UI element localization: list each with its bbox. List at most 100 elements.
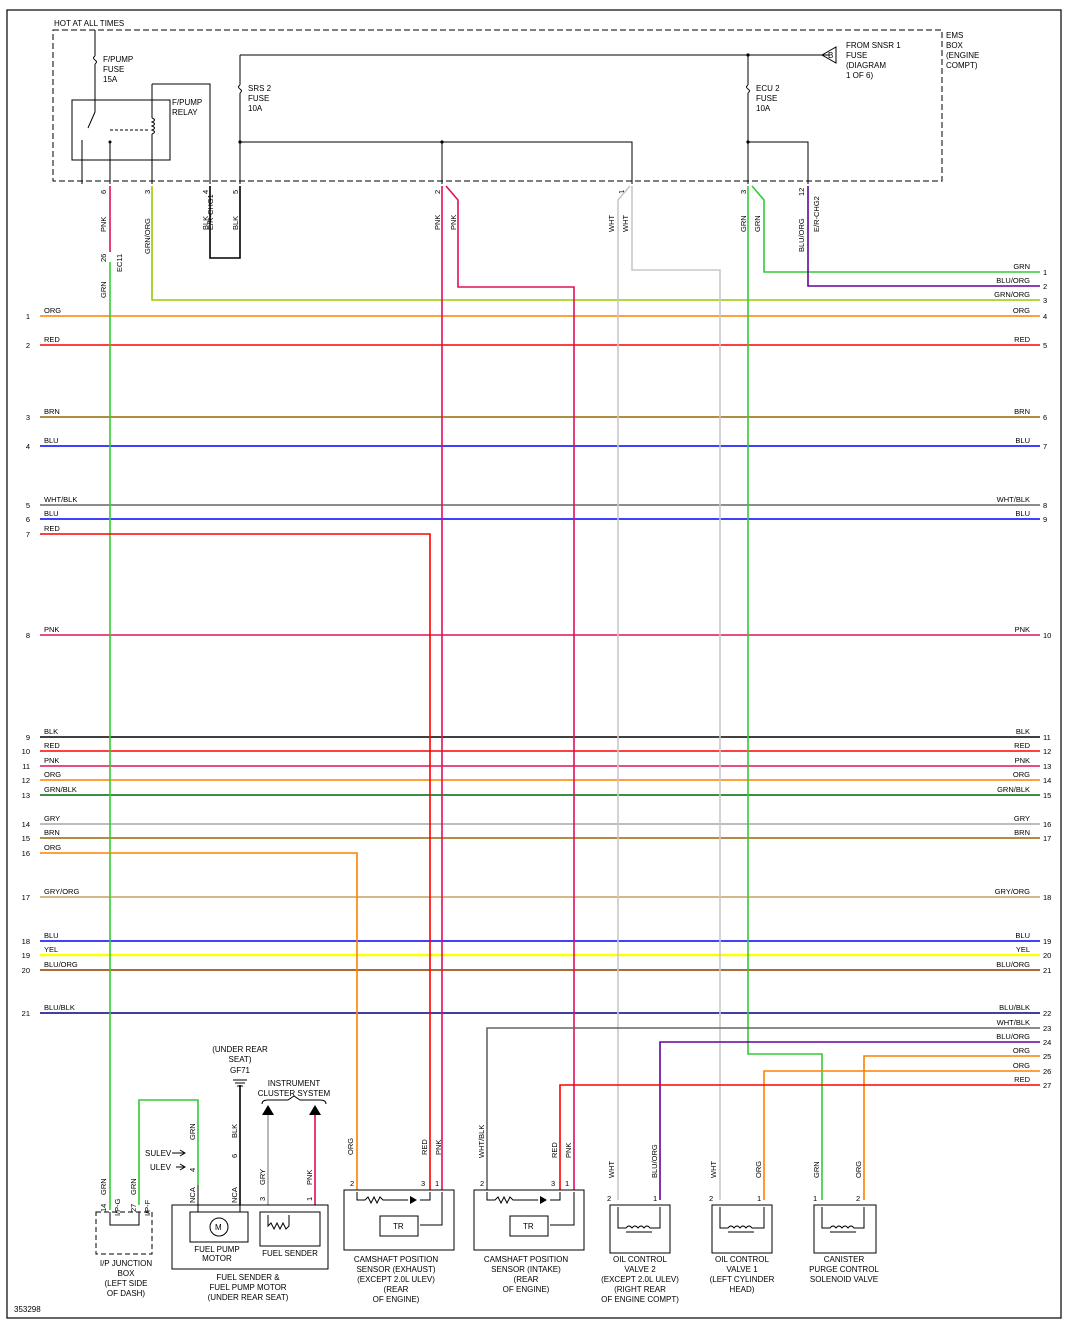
bus-left-number: 12 [22, 776, 30, 785]
from-connector-tag [820, 46, 837, 64]
fs-label: FUEL SENDER & [216, 1273, 280, 1282]
fpump-fuse-label-3: 15A [103, 75, 118, 84]
from-tag-letter: B [828, 51, 833, 60]
fpump-relay-label-1: F/PUMP [172, 98, 202, 107]
bus-right-label: BLU/BLK [999, 1003, 1030, 1012]
jb-label: BOX [118, 1269, 136, 1278]
wire-label: GRN [129, 1178, 138, 1195]
jb-label: I/P JUNCTION [100, 1259, 153, 1268]
cmp-int-label: CAMSHAFT POSITION [484, 1255, 569, 1264]
wire-label: BLK [231, 216, 240, 230]
bus-left-label: PNK [44, 756, 59, 765]
wire-label: WHT [607, 1161, 616, 1178]
ulev-label: ULEV [150, 1163, 172, 1172]
motor-symbol: M [215, 1223, 222, 1232]
bus-right-number: 20 [1043, 951, 1051, 960]
fs-sender-label: FUEL SENDER [262, 1249, 318, 1258]
bus-right-number: 1 [1043, 268, 1047, 277]
canister-pin: 1 [813, 1194, 817, 1203]
fpump-relay: F/PUMP RELAY [71, 83, 211, 184]
oil-control-valve-2: WHT BLU/ORG 2 1 OIL CONTROL VALVE 2 (EXC… [601, 1144, 679, 1304]
bus-right-number: 23 [1043, 1024, 1051, 1033]
ocv1-label: HEAD) [730, 1285, 755, 1294]
wire-label: GRN/ORG [143, 218, 152, 254]
bus-right-number: 18 [1043, 893, 1051, 902]
bus-right-number: 13 [1043, 762, 1051, 771]
bus-right-label: BLU/ORG [996, 276, 1030, 285]
ground-gf71: (UNDER REAR SEAT) GF71 BLK [212, 1045, 268, 1138]
bus-left-number: 5 [26, 501, 30, 510]
bus-right-number: 12 [1043, 747, 1051, 756]
wire-org-cam-exh [40, 852, 358, 1190]
cmp-int-pin: 1 [565, 1179, 569, 1188]
bus-right-number: 24 [1043, 1038, 1051, 1047]
wire-label: PNK [449, 215, 458, 230]
wire-label: GRN [812, 1161, 821, 1178]
wire-grn-out-1 [751, 185, 1040, 273]
bus-right-label: RED [1014, 1075, 1030, 1084]
wire-label: RED [550, 1142, 559, 1158]
srs2-fuse-label-2: FUSE [248, 94, 269, 103]
cmp-exh-label: (EXCEPT 2.0L ULEV) [357, 1275, 435, 1284]
wire-labels: PNK 26 EC11 GRN GRN/ORG BLK BLK PNK PNK … [99, 215, 806, 298]
wire-org-ocv1 [763, 1070, 1040, 1200]
bus-left-label: ORG [44, 843, 61, 852]
bus-left-label: BRN [44, 407, 60, 416]
srs2-fuse-label-1: SRS 2 [248, 84, 272, 93]
bus-right-label: ORG [1013, 1046, 1030, 1055]
hot-at-all-times-label: HOT AT ALL TIMES [54, 19, 124, 28]
bus-right-number: 19 [1043, 937, 1051, 946]
ocv2-label: OIL CONTROL [613, 1255, 667, 1264]
ip-junction-box: GRN GRN 14 I/P-G 27 I/P-F I/P JUNCTION B… [95, 1178, 153, 1298]
bus-labels: 1ORG2RED3BRN4BLU5WHT/BLK6BLU7RED8PNK9BLK… [22, 262, 1052, 1090]
ems-pin-label: 6 [99, 190, 108, 194]
wire-blu-org-ocv2 [659, 1041, 1040, 1200]
figure-id: 353298 [14, 1305, 41, 1314]
wire-label: BLK [230, 1124, 239, 1138]
bus-right-label: GRN/BLK [997, 785, 1030, 794]
ems-box: HOT AT ALL TIMES EMS BOX (ENGINE COMPT) … [52, 19, 979, 184]
wire-label: ORG [754, 1161, 763, 1178]
jb-pin-f: 27 [129, 1204, 138, 1212]
wire-label: GRN [188, 1123, 197, 1140]
bus-right-label: GRY/ORG [995, 887, 1030, 896]
wire-label: GRN [739, 215, 748, 232]
fs-motor-label: FUEL PUMP [194, 1245, 240, 1254]
bus-right-label: BLU [1015, 436, 1030, 445]
nca-label: NCA [230, 1187, 239, 1203]
wire-grn-fuel-sender [138, 1099, 199, 1205]
bus-right-number: 27 [1043, 1081, 1051, 1090]
bus-right-number: 14 [1043, 776, 1051, 785]
bus-left-label: ORG [44, 306, 61, 315]
cmp-exh-label: OF ENGINE) [373, 1295, 420, 1304]
wire-blk-chg1 [209, 186, 241, 259]
ems-pin-label: 12 [797, 188, 806, 196]
wire-blu-org-out-2 [807, 186, 1040, 287]
diagram-frame [6, 9, 1062, 1319]
bus-right-label: ORG [1013, 306, 1030, 315]
canister-label: CANISTER [824, 1255, 865, 1264]
wire-label: PNK [99, 217, 108, 232]
bus-right-label: BLK [1016, 727, 1030, 736]
wire-label: WHT [607, 215, 616, 232]
bus-left-number: 16 [22, 849, 30, 858]
ems-pin-label: 4 [201, 190, 210, 194]
ocv2-pin: 1 [653, 1194, 657, 1203]
bus-right-number: 26 [1043, 1067, 1051, 1076]
fpump-fuse-icon [93, 55, 97, 65]
vertical-wires [40, 185, 1040, 1210]
bus-left-number: 13 [22, 791, 30, 800]
wire-label: WHT/BLK [477, 1125, 486, 1158]
bus-left-label: YEL [44, 945, 58, 954]
bus-left-number: 14 [22, 820, 30, 829]
srs2-fuse-icon [238, 84, 242, 94]
bus-right-number: 7 [1043, 442, 1047, 451]
wire-label: ORG [346, 1138, 355, 1155]
camshaft-sensor-exhaust: ORG RED PNK 2 3 1 TR CAMSHAFT POSITION S… [343, 1138, 455, 1304]
motor-icon [209, 1217, 229, 1237]
wire-label: GRN [753, 215, 762, 232]
wire-wht-ocv1 [631, 186, 721, 1200]
bus-left-label: ORG [44, 770, 61, 779]
ocv2-label: VALVE 2 [624, 1265, 656, 1274]
bus-left-number: 21 [22, 1009, 30, 1018]
